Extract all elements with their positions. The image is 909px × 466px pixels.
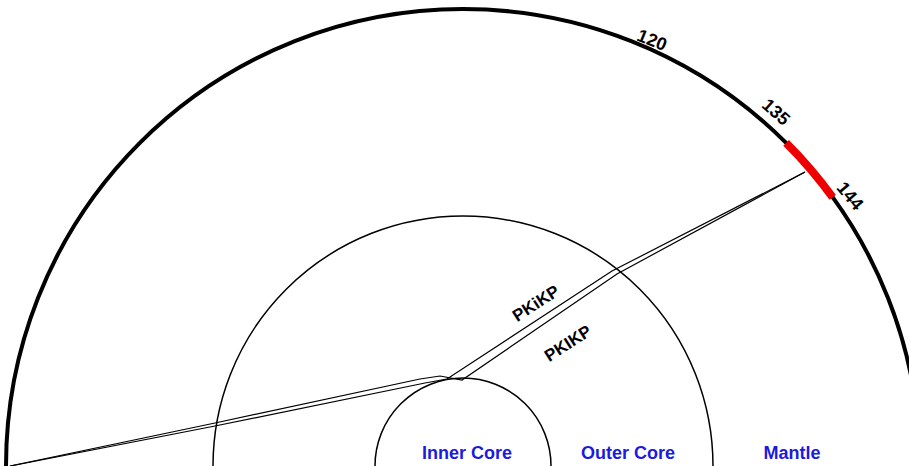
region-label: Outer Core (581, 444, 675, 462)
inner-core-boundary (375, 378, 551, 466)
ray-path-pkikp (10, 172, 805, 466)
phase-name: PKiKP (510, 282, 563, 325)
core-mantle-boundary (213, 216, 713, 466)
phase-name: PKIKP (542, 322, 595, 365)
earth-surface (6, 9, 909, 466)
distance-range (786, 143, 833, 198)
distance-tick: 120 (635, 26, 670, 54)
region-label: Inner Core (422, 444, 512, 462)
ray-path-pkikp2 (10, 172, 805, 466)
region-label: Mantle (763, 444, 820, 462)
